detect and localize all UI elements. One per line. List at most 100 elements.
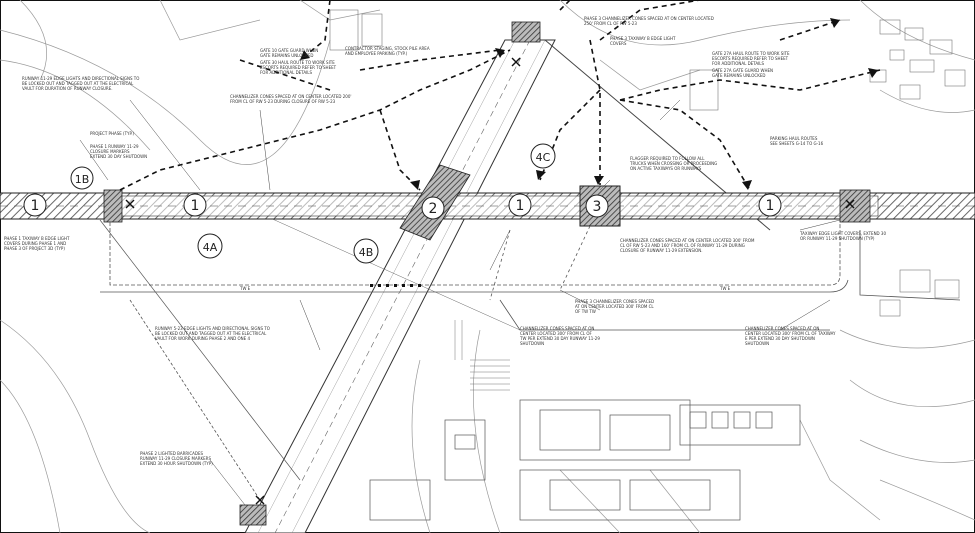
phase-label-text: 4C [536,151,551,164]
note-line: GATE 27A HAUL ROUTE TO WORK SITE [712,51,790,56]
phase-label-text: 3 [593,199,602,215]
note-line: CHANNELIZER CONES SPACED AT ON CENTER LO… [620,238,755,243]
note-line: PROJECT PHASE (TYP.) [90,131,135,136]
note-line: OR RUNWAY 11-29 SHUTDOWN (TYP) [800,236,875,241]
note-line: EXTEND 30 DAY SHUTDOWN [90,154,147,159]
note-line: RUNWAY 11-29 EDGE LIGHTS AND DIRECTIONAL… [22,76,139,81]
note-line: CHANNELIZER CONES SPACED AT ON [745,326,819,331]
taxiway-outlines [100,222,961,501]
note-line: ESCORTS REQUIRED REFER TO SHEET [260,65,337,70]
phase-circle [530,143,556,169]
phase-label-p1b: 1 [183,193,207,217]
phase-circle [70,166,94,190]
phase-label-text: 4B [359,246,374,259]
phase-label-text: 1 [191,198,200,214]
note-n19: RUNWAY 5-23 EDGE LIGHTS AND DIRECTIONAL … [155,326,270,341]
barricade-dots [370,284,421,287]
notes: RUNWAY 11-29 EDGE LIGHTS AND DIRECTIONAL… [4,16,886,466]
note-line: GATE 10 GATE GUARD WHEN [260,48,318,53]
note-n2: PROJECT PHASE (TYP.) [90,131,135,136]
closure-markers [125,57,855,505]
phase-label-text: 2 [429,201,438,217]
phase-circle [421,196,445,220]
phase-label-p4a: 4A [197,233,223,259]
note-line: BE LOCKED OUT AND TAGGED OUT AT THE ELEC… [22,81,134,86]
note-line: COVERS DURING PHASE 1 AND [4,241,66,246]
leader-lines [79,99,841,506]
note-n7: PHASE 3 CHANNELIZER CONES SPACED AT ON C… [584,16,714,26]
note-n15: CHANNELIZER CONES SPACED AT ON CENTER LO… [620,238,755,253]
phase-label-p3: 3 [585,194,609,218]
note-line: VAULT FOR DURATION OF RUNWAY CLOSURE. [22,86,113,91]
note-line: VAULT FOR WORK DURING PHASE 2 AND ONE 4 [155,336,250,341]
note-line: CHANNELIZER CONES SPACED AT ON [520,326,594,331]
building-cluster [329,9,966,317]
phase-label-text: 1 [516,198,525,214]
note-line: PHASE 1 TAXIWAY B EDGE LIGHT [4,236,70,241]
note-line: CLOSURE OF RUNWAY 11-29 EXTENSION. [620,248,703,253]
note-line: CHANNELIZER CONES SPACED AT ON CENTER LO… [230,94,351,99]
note-line: CENTER LOCATED 300' FROM CL OF TAXIWAY [745,331,836,336]
note-line: AT ON CENTER LOCATED 300' FROM CL [575,304,654,309]
note-line: COVERS [610,41,627,46]
phase-circle [353,238,379,264]
taxiway-label: TW E [719,286,731,291]
phase-circle [508,193,532,217]
note-line: FOR ADDITIONAL DETAILS [260,70,312,75]
note-line: RUNWAY 11-29 CLOSURE MARKERS [140,456,211,461]
note-line: CL OF RW 5-23 AND 160' FROM CL OF RUNWAY… [620,243,745,248]
note-line: TAXIWAY EDGE LIGHT COVERS, EXTEND 30 [799,231,886,236]
note-line: TW PER EXTEND 30 DAY RUNWAY 11-29 [519,336,600,341]
note-line: OF TW TW [575,309,596,314]
phase-label-p1d: 1 [758,193,782,217]
phase-label-p2: 2 [421,196,445,220]
note-line: ESCORTS REQUIRED REFER TO SHEET [712,56,789,61]
note-line: SHUTDOWN [745,341,769,346]
note-line: BE LOCKED OUT AND TAGGED OUT AT THE ELEC… [155,331,267,336]
phase-label-p4b: 4B [353,238,379,264]
note-line: FOR ADDITIONAL DETAILS [712,61,764,66]
note-line: SHUTDOWN [520,341,544,346]
phase-label-text: 4A [203,241,218,254]
note-line: CLOSURE MARKERS [90,149,130,154]
parking-stripes [454,320,510,391]
phase-circle [23,193,47,217]
note-line: TRUCKS WHEN CROSSING OR PROCEEDING [629,161,717,166]
note-line: PHASE 3 OF PROJECT 3D (TYP) [4,246,65,251]
note-n6: CHANNELIZER CONES SPACED AT ON CENTER LO… [230,94,351,104]
note-line: FROM CL OF RW 5-23 DURING CLOSURE OF RW … [230,99,336,104]
note-line: EXTEND 30 HOUR SHUTDOWN (TYP) [140,461,213,466]
note-line: ON ACTIVE TAXIWAYS OR RUNWAYS [630,166,702,171]
note-line: PHASE 3 CHANNELIZER CONES SPACED AT ON C… [584,16,714,21]
phase-label-p1b_alt: 1B [70,166,94,190]
runway-11-29 [0,164,975,241]
note-line: GATE 27A GATE GUARD WHEN [712,68,773,73]
note-line: PARKING HAUL ROUTES [770,136,818,141]
route-arrowheads [300,18,878,190]
phase-label-text: 1B [75,173,90,186]
note-line: GATE REMAINS UNLOCKED [260,53,313,58]
runway-end-hatch [239,504,267,526]
phase-circle [197,233,223,259]
note-line: PHASE 3 CHANNELIZER CONES SPACED [575,299,654,304]
haul-routes [119,0,881,191]
note-line: AND EMPLOYEE PARKING (TYP.) [345,51,408,56]
